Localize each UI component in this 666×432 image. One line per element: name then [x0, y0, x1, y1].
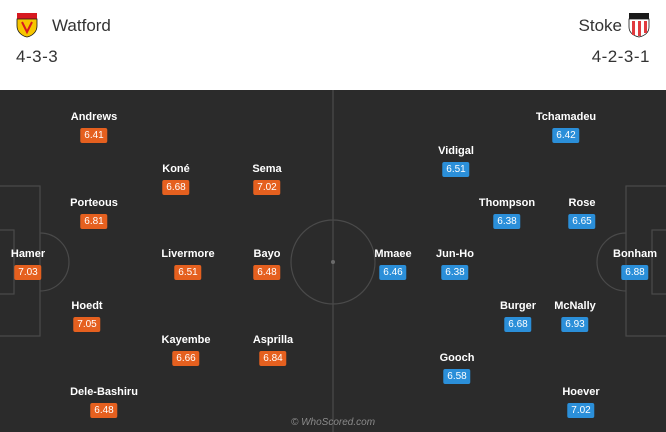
player-rating: 6.51: [442, 162, 470, 177]
match-header: Watford 4-3-3 Stoke 4-2-3-1: [0, 0, 666, 90]
player-rating: 6.68: [504, 317, 532, 332]
player-name: Mmaee: [374, 248, 412, 260]
player-name: Kayembe: [161, 334, 211, 346]
pitch: Andrews 6.41 Koné 6.68 Sema 7.02 Porteou…: [0, 90, 666, 432]
player-rating: 6.38: [441, 265, 469, 280]
away-formation: 4-2-3-1: [591, 47, 650, 66]
away-team-name: Stoke: [578, 16, 622, 35]
player-rating: 7.05: [73, 317, 101, 332]
player-rating: 6.42: [552, 128, 580, 143]
player-rating: 6.68: [162, 180, 190, 195]
player-rating: 7.02: [567, 403, 595, 418]
player-rating: 6.46: [379, 265, 407, 280]
player-rating: 6.38: [493, 214, 521, 229]
home-formation: 4-3-3: [16, 47, 59, 66]
player-name: Sema: [252, 163, 282, 175]
player-rating: 6.93: [561, 317, 589, 332]
player-name: McNally: [554, 300, 596, 312]
player-name: Bonham: [613, 248, 657, 260]
player-name: Vidigal: [438, 145, 474, 157]
player-name: Andrews: [70, 111, 118, 123]
player-rating: 6.48: [253, 265, 281, 280]
player-rating: 6.41: [80, 128, 108, 143]
player-name: Asprilla: [252, 334, 294, 346]
player-rating: 6.81: [80, 214, 108, 229]
player-name: Burger: [499, 300, 537, 312]
player-name: Jun-Ho: [436, 248, 474, 260]
player-name: Porteous: [70, 197, 118, 209]
player-rating: 7.02: [253, 180, 281, 195]
player-name: Hamer: [10, 248, 46, 260]
player-rating: 6.51: [174, 265, 202, 280]
player-name: Thompson: [478, 197, 536, 209]
player-name: Tchamadeu: [535, 111, 597, 123]
player-rating: 6.66: [172, 351, 200, 366]
player-name: Rose: [568, 197, 596, 209]
home-team-name: Watford: [52, 16, 111, 35]
player-name: Gooch: [439, 352, 475, 364]
player-rating: 7.03: [14, 265, 42, 280]
watford-crest-icon: [16, 13, 38, 38]
pitch-markings: [0, 90, 666, 432]
player-name: Hoedt: [71, 300, 103, 312]
player-rating: 6.58: [443, 369, 471, 384]
player-rating: 6.88: [621, 265, 649, 280]
player-name: Koné: [162, 163, 190, 175]
player-name: Dele-Bashiru: [70, 386, 138, 398]
player-rating: 6.84: [259, 351, 287, 366]
player-name: Bayo: [253, 248, 281, 260]
stoke-crest-icon: [628, 13, 650, 38]
player-name: Hoever: [562, 386, 600, 398]
player-rating: 6.48: [90, 403, 118, 418]
player-name: Livermore: [161, 248, 215, 260]
watermark-text: © WhoScored.com: [290, 417, 376, 428]
player-rating: 6.65: [568, 214, 596, 229]
